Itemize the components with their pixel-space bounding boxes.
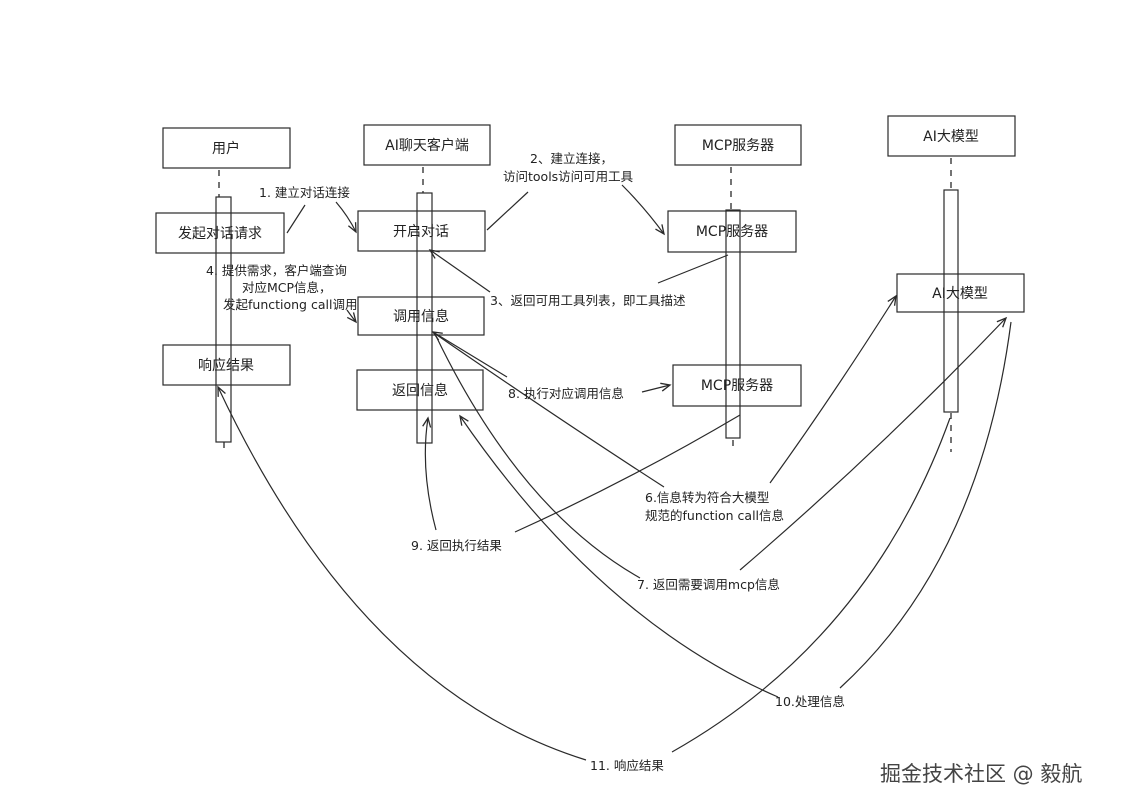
box-invoke-info: 调用信息 <box>357 296 485 336</box>
label-step6-line1: 6.信息转为符合大模型 <box>645 490 769 505</box>
label-step4-line3: 发起functiong call调用 <box>223 297 357 312</box>
line-step7-a <box>435 335 641 579</box>
arrow-step1 <box>335 201 357 234</box>
arrow-step11 <box>217 385 587 761</box>
user-activation-bar <box>215 196 232 443</box>
box-return-info-label: 返回信息 <box>392 382 448 399</box>
start-request-tick <box>286 204 306 234</box>
box-start-request: 发起对话请求 <box>155 212 285 254</box>
label-step11: 11. 响应结果 <box>590 758 664 773</box>
client-activation-bar <box>416 192 433 444</box>
label-step8: 8. 执行对应调用信息 <box>508 386 624 401</box>
lane-model-header: AI大模型 <box>887 115 1016 157</box>
box-mcp-server-2-label: MCP服务器 <box>701 378 773 394</box>
model-activation-bar <box>943 189 959 413</box>
label-step10: 10.处理信息 <box>775 694 845 709</box>
line-step8-a <box>431 331 508 378</box>
label-step2-line2: 访问tools访问可用工具 <box>503 169 634 184</box>
line-step9-b <box>514 414 741 533</box>
box-mcp-server-2: MCP服务器 <box>672 364 802 407</box>
box-start-request-label: 发起对话请求 <box>178 226 262 242</box>
box-open-chat-label: 开启对话 <box>393 224 449 240</box>
box-response-result-label: 响应结果 <box>198 357 254 374</box>
box-mcp-server-1-label: MCP服务器 <box>696 224 768 240</box>
line-step10-b <box>839 321 1012 689</box>
box-ai-model-label: AI大模型 <box>932 286 988 302</box>
box-ai-model: AI大模型 <box>896 273 1025 313</box>
box-return-info: 返回信息 <box>356 369 484 411</box>
mcp-activation-bar <box>725 209 741 439</box>
lane-user-label: 用户 <box>212 140 240 157</box>
lane-client-label: AI聊天客户端 <box>385 137 469 154</box>
box-open-chat: 开启对话 <box>357 210 486 252</box>
arrow-step3 <box>428 249 491 293</box>
line-step6-a <box>433 332 665 488</box>
arrow-step2 <box>621 184 665 236</box>
label-step1: 1. 建立对话连接 <box>259 185 350 200</box>
arrow-step7 <box>739 316 1008 571</box>
arrow-step9-a <box>422 416 437 531</box>
arrow-step6 <box>769 294 897 484</box>
line-step11-b <box>671 417 951 753</box>
label-step9: 9. 返回执行结果 <box>411 538 502 553</box>
label-step3: 3、返回可用工具列表，即工具描述 <box>490 293 686 308</box>
arrow-step8 <box>641 382 672 393</box>
lane-model-label: AI大模型 <box>923 129 979 145</box>
lane-mcp-header: MCP服务器 <box>674 124 802 166</box>
line-step3-b <box>657 254 729 284</box>
label-step4-line2: 对应MCP信息， <box>242 280 332 295</box>
box-mcp-server-1: MCP服务器 <box>667 210 797 253</box>
box-invoke-info-label: 调用信息 <box>393 308 449 325</box>
lane-client-header: AI聊天客户端 <box>363 124 491 166</box>
label-step2-line1: 2、建立连接， <box>530 151 613 166</box>
watermark: 掘金技术社区 @ 毅航 <box>880 762 1082 786</box>
line-step2-a <box>486 191 529 231</box>
lane-mcp-label: MCP服务器 <box>702 138 774 154</box>
arrow-step4 <box>346 309 357 324</box>
label-step7: 7. 返回需要调用mcp信息 <box>637 577 780 592</box>
box-response-result: 响应结果 <box>162 344 291 386</box>
lane-user-header: 用户 <box>162 127 291 169</box>
label-step4-line1: 4. 提供需求，客户端查询 <box>206 263 347 278</box>
arrow-step10 <box>459 414 779 698</box>
label-step6-line2: 规范的function call信息 <box>645 508 784 523</box>
